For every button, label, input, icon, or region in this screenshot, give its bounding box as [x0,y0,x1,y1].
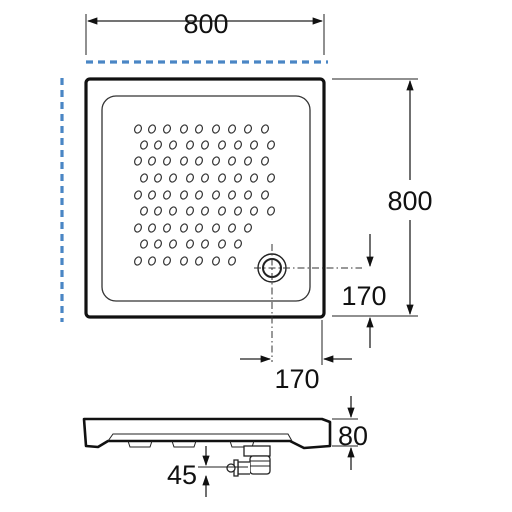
anti-slip-dot [200,140,210,150]
anti-slip-dot [139,206,149,216]
anti-slip-dot [162,124,172,134]
waste-trap [226,445,271,477]
anti-slip-dot [233,140,243,150]
drain-offset-front-dimension: 170 [341,234,387,348]
anti-slip-dot [133,156,143,166]
anti-slip-dot [179,256,189,266]
anti-slip-dot [147,190,157,200]
anti-slip-dot [233,239,243,249]
anti-slip-dot [266,206,276,216]
anti-slip-dot [200,173,210,183]
anti-slip-dot [211,223,221,233]
anti-slip-dot [139,140,149,150]
tray-inner-profile [107,433,293,442]
anti-slip-dot [227,256,237,266]
anti-slip-dot [249,206,259,216]
anti-slip-dot [185,239,195,249]
anti-slip-dot [194,190,204,200]
anti-slip-dot [211,124,221,134]
anti-slip-dot [162,223,172,233]
anti-slip-dot [133,256,143,266]
height-dimension: 80 [332,396,368,470]
anti-slip-dot [217,206,227,216]
anti-slip-dot [153,140,163,150]
anti-slip-dot [217,140,227,150]
anti-slip-dot [243,190,253,200]
drain-offset-side-dimension: 170 [240,320,352,394]
anti-slip-dot [185,206,195,216]
anti-slip-dot [168,173,178,183]
anti-slip-dot [179,190,189,200]
anti-slip-dot [139,173,149,183]
anti-slip-dot [133,190,143,200]
anti-slip-dot [185,140,195,150]
anti-slip-dot [139,239,149,249]
anti-slip-dot [227,124,237,134]
anti-slip-dot [217,173,227,183]
anti-slip-dot [211,256,221,266]
anti-slip-dot [179,124,189,134]
anti-slip-dot [227,190,237,200]
anti-slip-dot [243,124,253,134]
anti-slip-dot [200,239,210,249]
waste-height-dimension: 45 [167,446,248,497]
anti-slip-dot [179,223,189,233]
anti-slip-dot [194,256,204,266]
anti-slip-dot [168,239,178,249]
anti-slip-dot [162,156,172,166]
anti-slip-dot [153,173,163,183]
depth-label: 800 [387,186,432,216]
anti-slip-dot [194,223,204,233]
anti-slip-dot [185,173,195,183]
anti-slip-dot [133,124,143,134]
anti-slip-dot [211,156,221,166]
anti-slip-dot [217,239,227,249]
anti-slip-dot [233,206,243,216]
tray-feet [127,440,255,448]
anti-slip-pattern [133,124,276,266]
anti-slip-dot [179,156,189,166]
anti-slip-dot [162,256,172,266]
tray-side-elevation [82,417,332,477]
drain-offset-side-label: 170 [274,364,319,394]
anti-slip-dot [153,239,163,249]
anti-slip-dot [168,140,178,150]
anti-slip-dot [243,156,253,166]
anti-slip-dot [260,156,270,166]
depth-dimension: 800 [332,78,433,317]
anti-slip-dot [249,140,259,150]
anti-slip-dot [243,223,253,233]
anti-slip-dot [194,156,204,166]
tray-plan-view [84,77,362,362]
tray-basin [101,95,311,302]
anti-slip-dot [233,173,243,183]
anti-slip-dot [260,124,270,134]
waste-height-label: 45 [167,460,197,490]
anti-slip-dot [194,124,204,134]
anti-slip-dot [133,223,143,233]
anti-slip-dot [153,206,163,216]
anti-slip-dot [147,156,157,166]
anti-slip-dot [147,124,157,134]
anti-slip-dot [211,190,221,200]
anti-slip-dot [266,140,276,150]
anti-slip-dot [266,173,276,183]
anti-slip-dot [227,223,237,233]
anti-slip-dot [200,206,210,216]
anti-slip-dot [249,173,259,183]
drain-offset-front-label: 170 [341,281,386,311]
anti-slip-dot [260,190,270,200]
width-dimension: 800 [85,9,325,55]
anti-slip-dot [147,256,157,266]
height-label: 80 [338,421,368,451]
anti-slip-dot [162,190,172,200]
anti-slip-dot [168,206,178,216]
anti-slip-dot [147,223,157,233]
anti-slip-dot [227,156,237,166]
width-label: 800 [183,9,228,39]
